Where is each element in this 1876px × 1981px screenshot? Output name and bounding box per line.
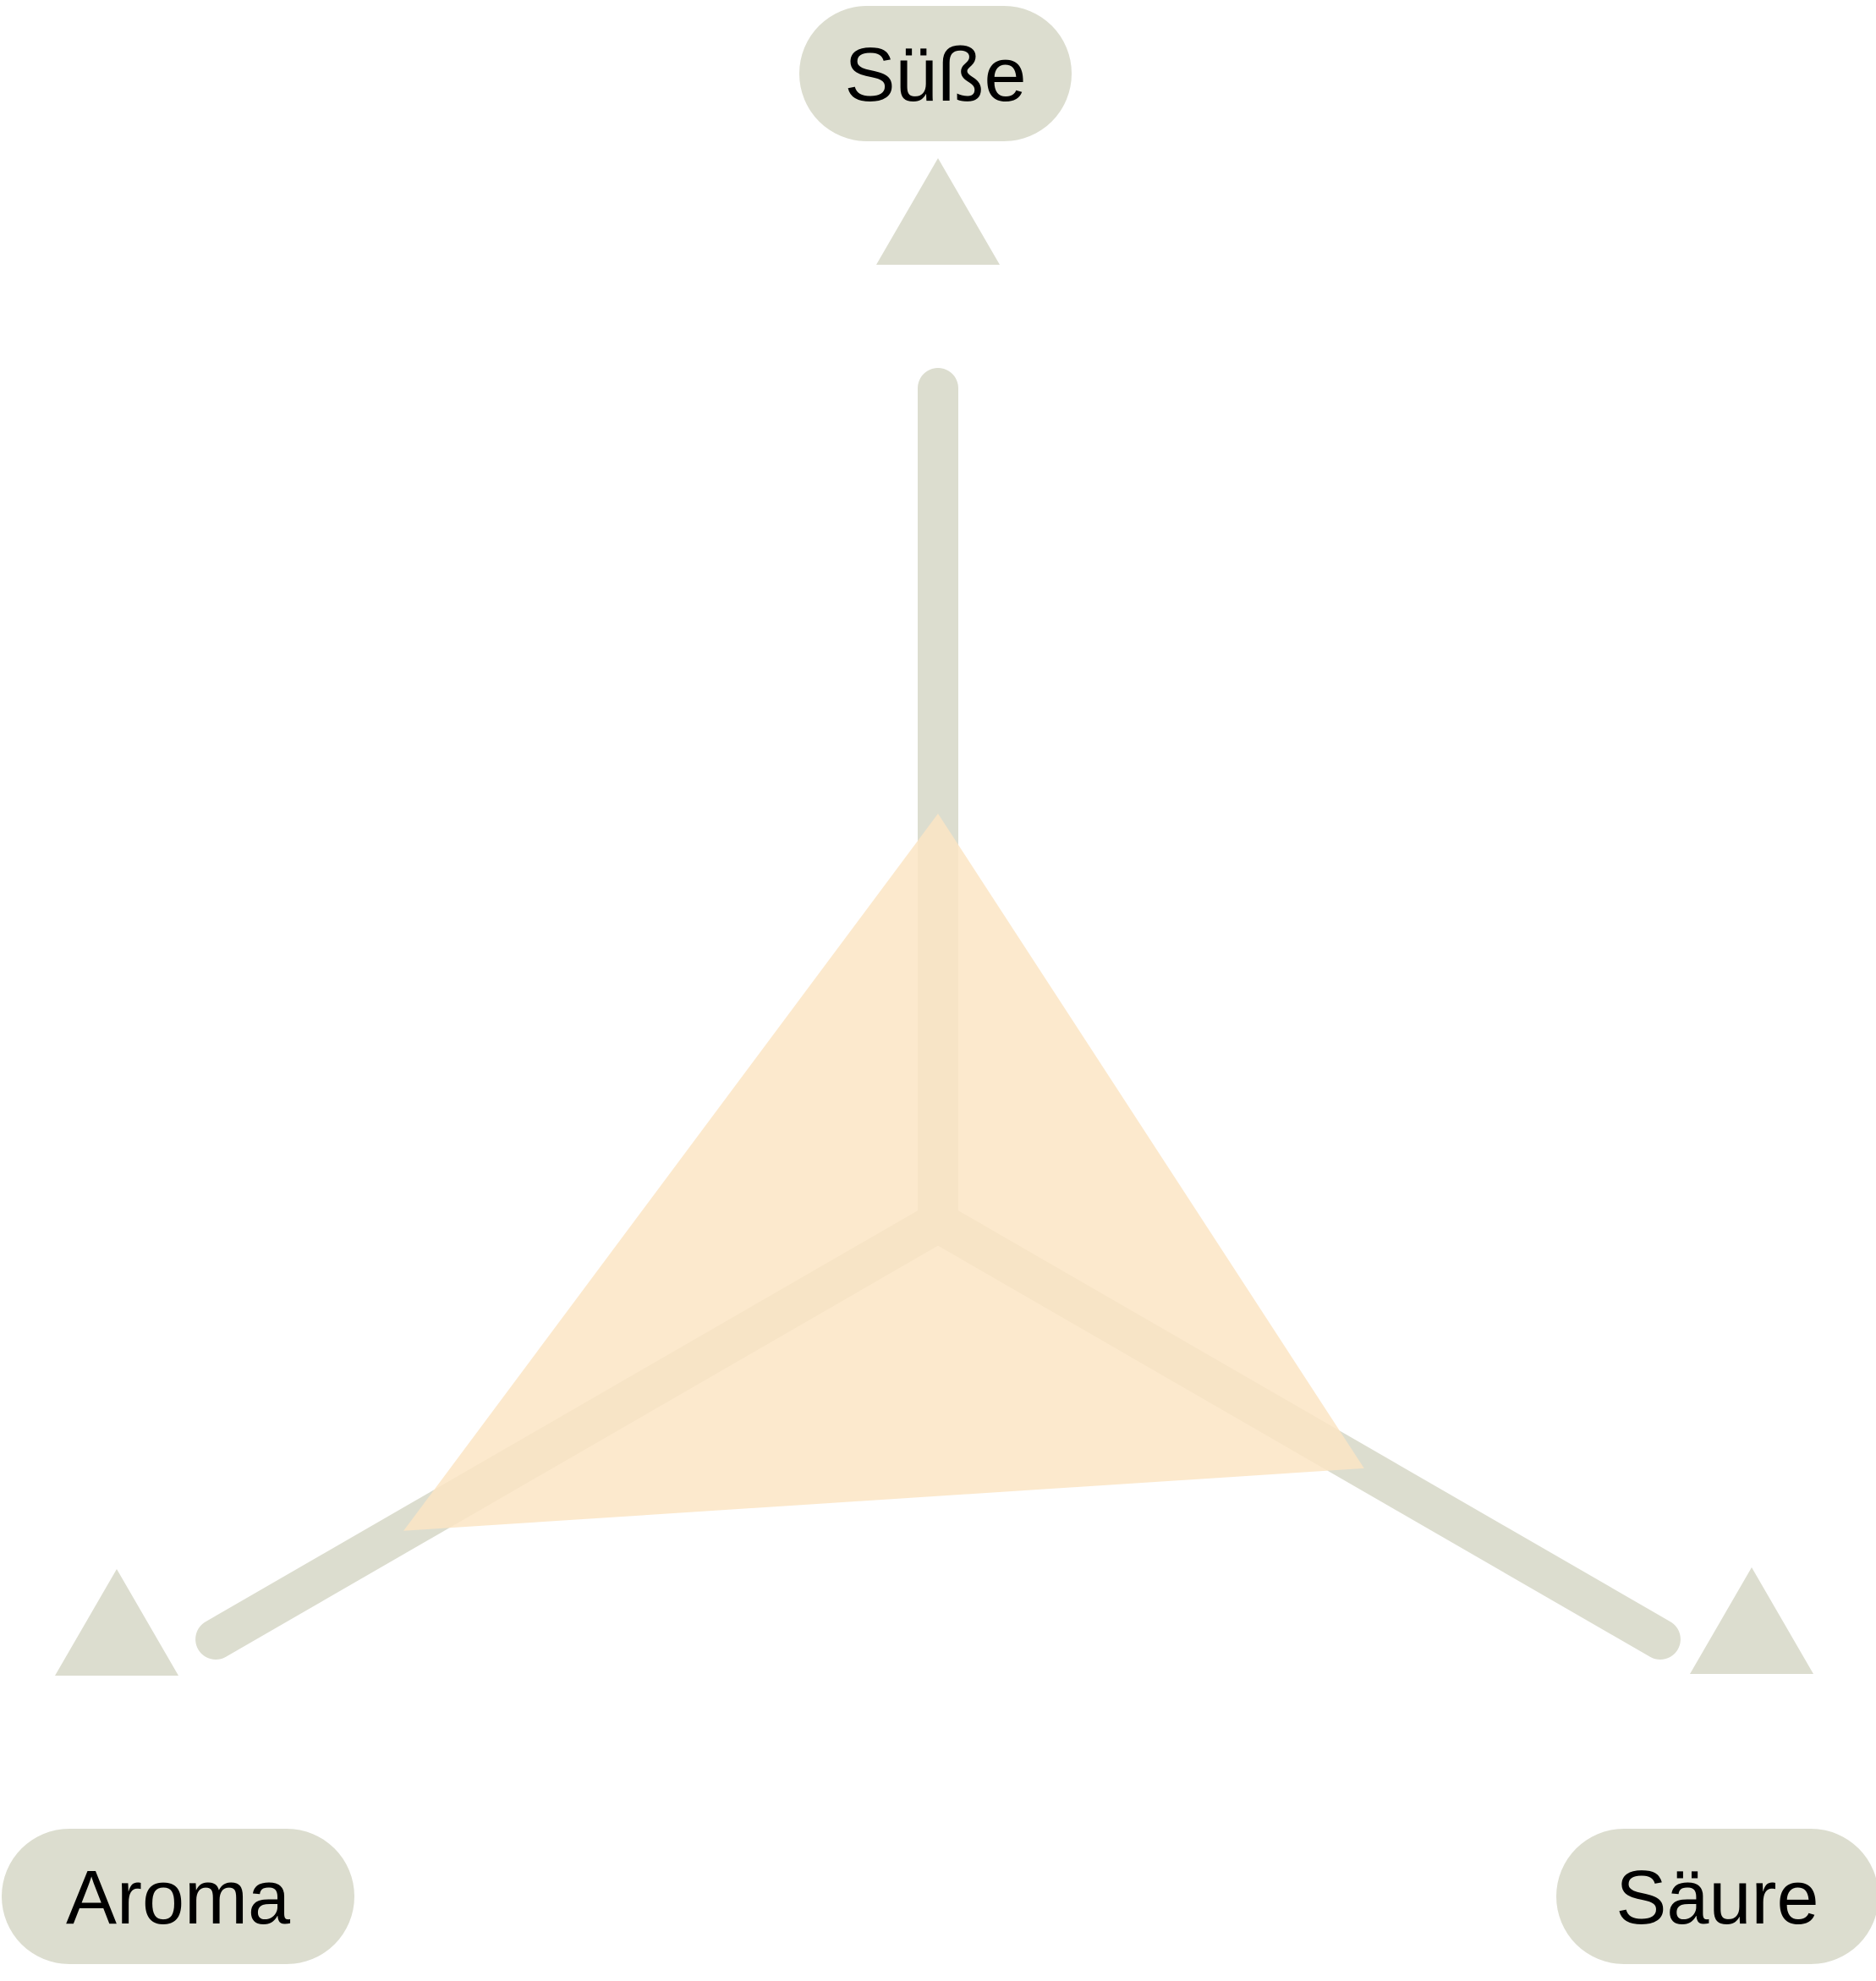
axis-arrow-icon-aroma (55, 1569, 178, 1676)
axis-label-text-sour: Säure (1615, 1856, 1818, 1940)
axis-label-sweet: Süße (799, 6, 1072, 141)
axis-label-aroma: Aroma (2, 1829, 354, 1964)
axis-label-sour: Säure (1556, 1829, 1876, 1964)
axis-arrow-icon-sweet (876, 158, 1000, 265)
axis-label-text-sweet: Süße (844, 33, 1026, 118)
axis-label-pill-sweet (799, 6, 1072, 141)
axis-label-pill-sour (1556, 1829, 1876, 1964)
axis-arrow-icon-sour (1690, 1567, 1813, 1674)
axis-label-pill-aroma (2, 1829, 354, 1964)
data-area (403, 813, 1364, 1531)
axis-label-text-aroma: Aroma (66, 1856, 291, 1940)
